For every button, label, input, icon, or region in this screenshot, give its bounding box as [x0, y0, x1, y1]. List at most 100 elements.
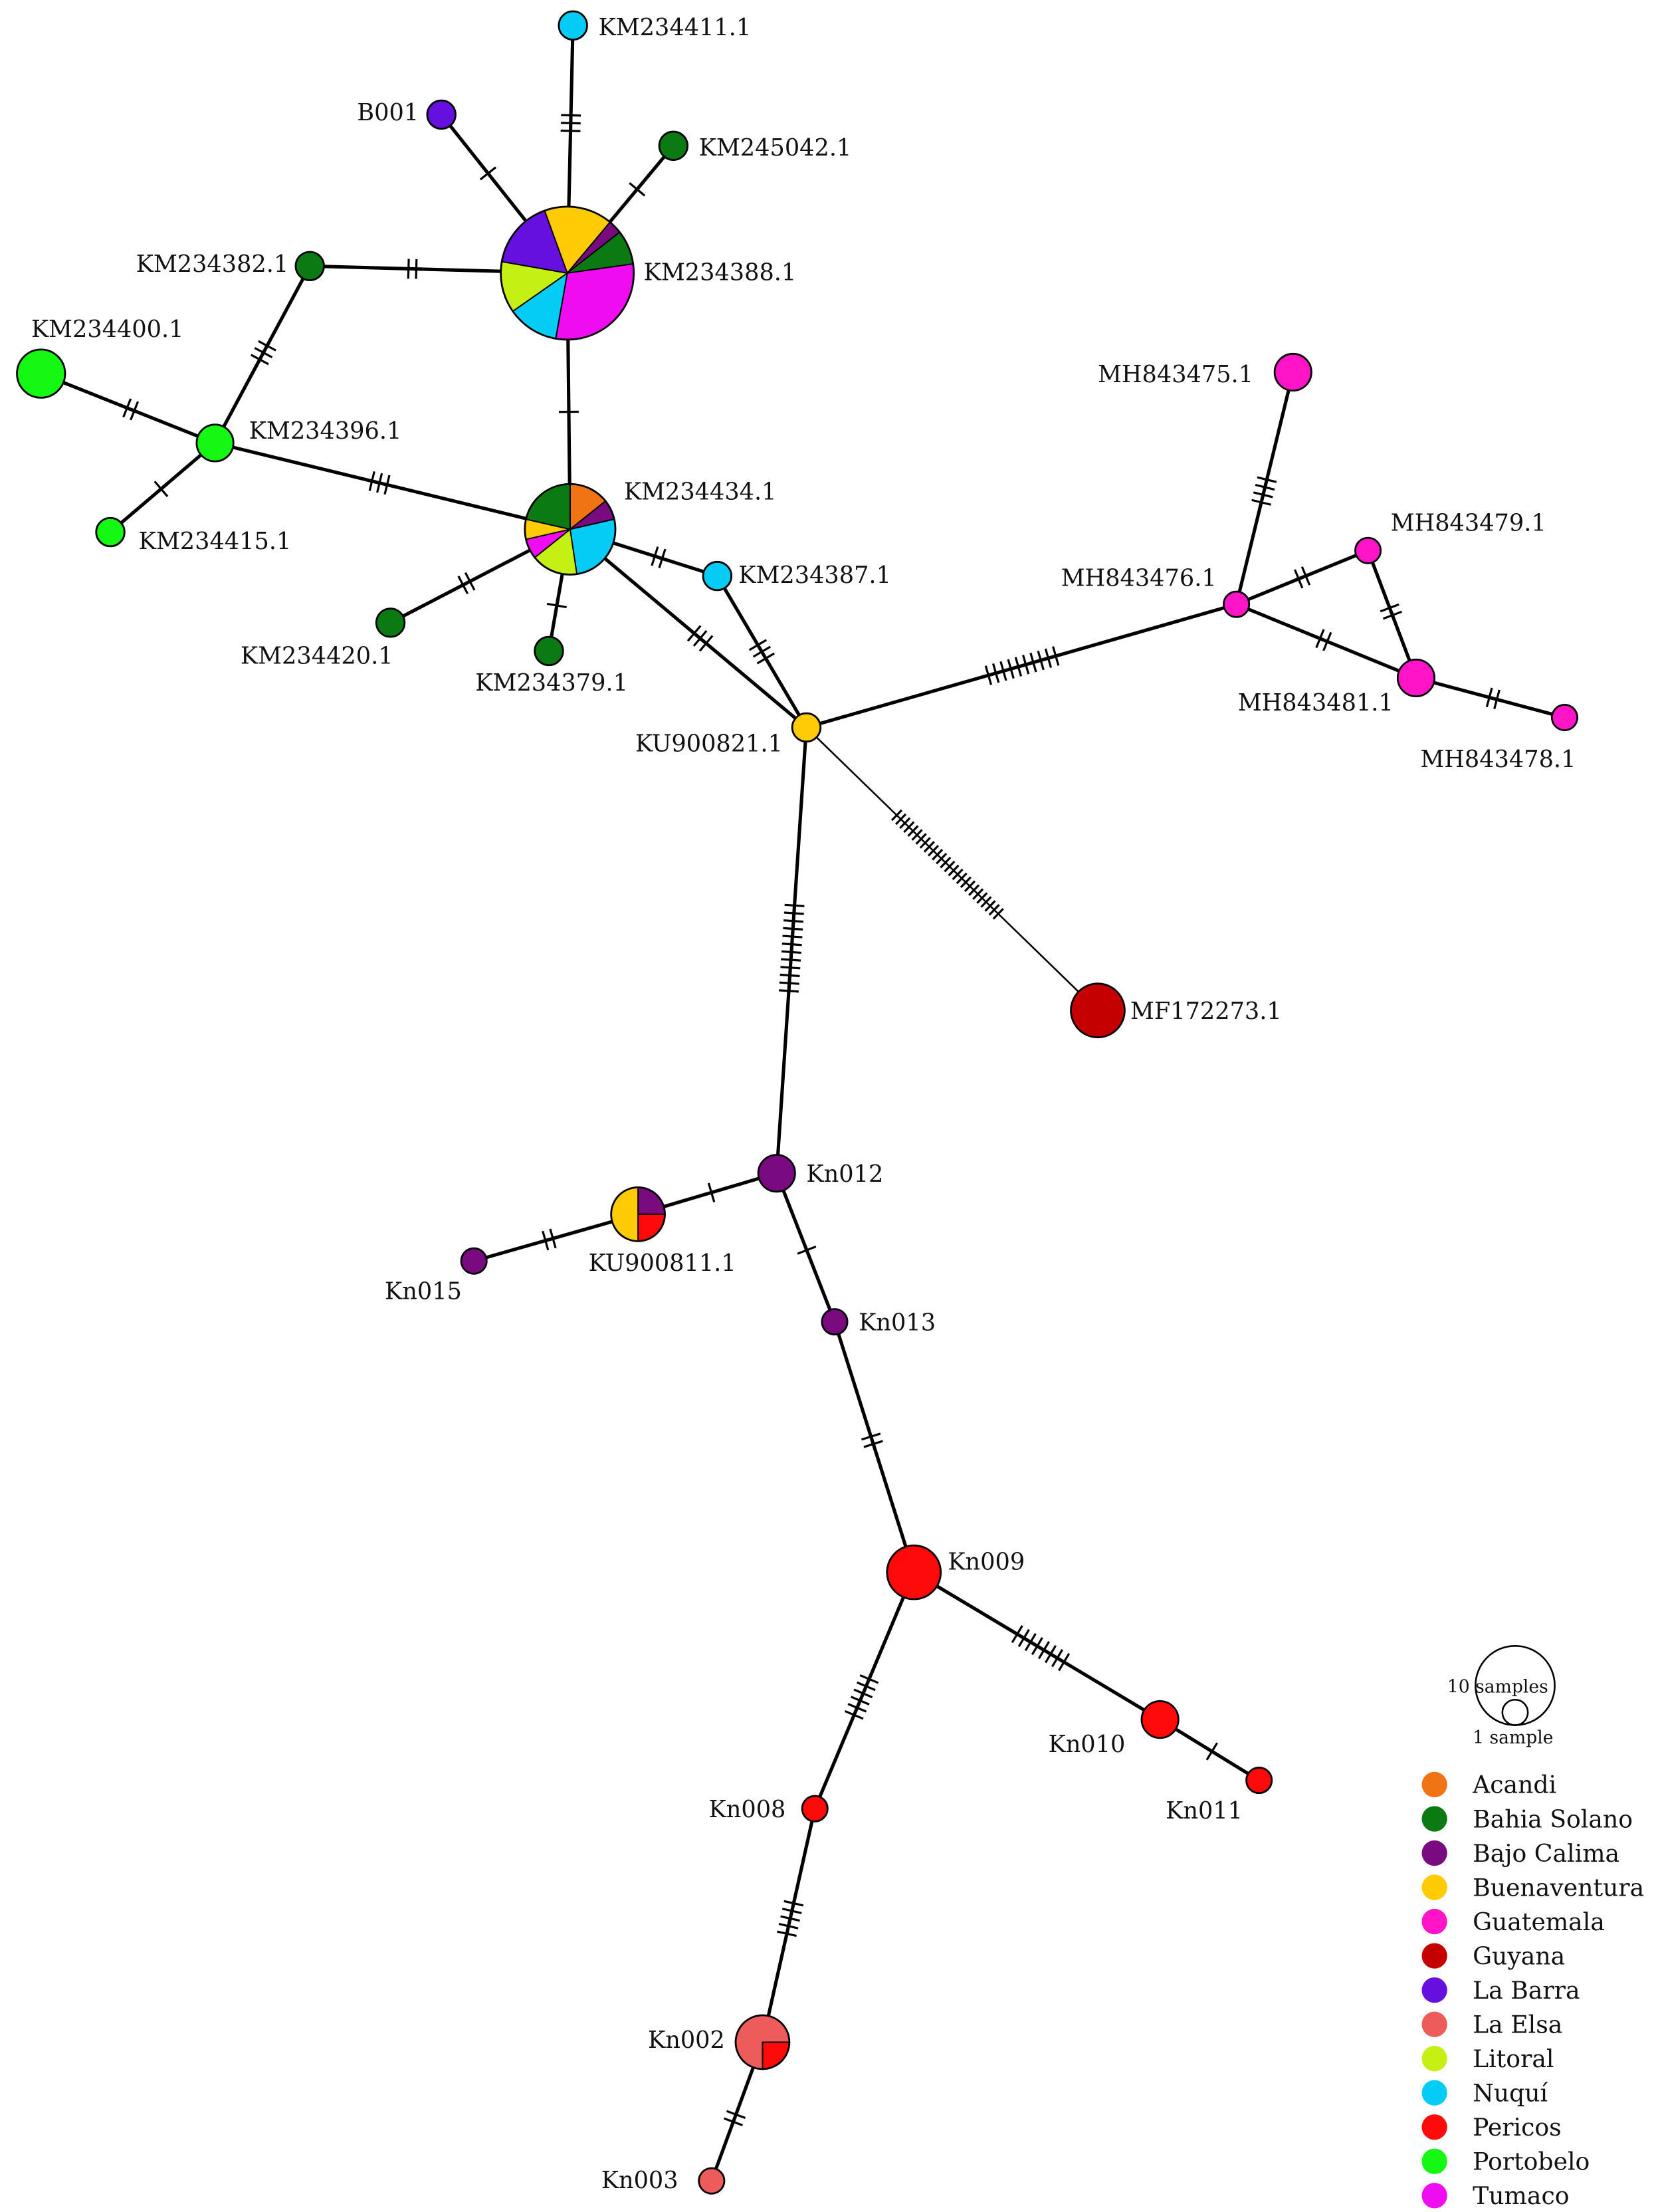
node-slice	[426, 99, 457, 130]
legend-label: Portobelo	[1473, 2148, 1590, 2176]
mutation-mark	[698, 635, 714, 652]
mutation-mark	[726, 2110, 746, 2119]
node-outline	[500, 205, 635, 341]
legend-item-guate: Guatemala	[1421, 1908, 1605, 1936]
mutation-mark	[919, 837, 931, 849]
mutation-mark	[1014, 657, 1023, 677]
mutation-mark	[464, 572, 476, 591]
node-label-mf172273-1: MF172273.1	[1130, 998, 1282, 1025]
mutation-mark	[376, 473, 383, 493]
node-slice	[534, 635, 564, 667]
mutation-mark	[415, 259, 418, 279]
legend-swatch	[1421, 2183, 1447, 2209]
mutation-mark	[629, 182, 646, 197]
mutation-mark	[258, 340, 276, 352]
node-slice	[1140, 1700, 1180, 1739]
node-label-km234411-1: KM234411.1	[598, 14, 751, 41]
haplotype-node-kn009	[886, 1544, 942, 1601]
node-outline	[524, 483, 617, 576]
mutation-mark	[748, 639, 768, 651]
node-slice	[95, 516, 126, 548]
node-label-ku900811-1: KU900811.1	[589, 1250, 736, 1277]
legend-swatch	[1421, 1908, 1447, 1935]
mutation-mark	[723, 2117, 743, 2126]
legend-item-guyana: Guyana	[1421, 1941, 1565, 1970]
haplotype-node-kn012	[757, 1154, 796, 1193]
mutation-mark	[1300, 566, 1311, 586]
legend-swatch	[1421, 1806, 1447, 1832]
node-slice	[294, 251, 325, 281]
node-slice	[460, 1247, 488, 1275]
node-label-km234434-1: KM234434.1	[624, 479, 777, 506]
mutation-mark	[707, 1182, 716, 1202]
network-edges	[40, 25, 1566, 2182]
node-label-km245042-1: KM245042.1	[699, 134, 852, 162]
mutation-mark	[999, 661, 1007, 681]
mutation-mark	[940, 856, 952, 869]
legend-label: Bahia Solano	[1473, 1805, 1633, 1833]
mutation-mark	[936, 853, 948, 865]
mutation-mark	[844, 1710, 864, 1720]
mutation-mark	[779, 981, 799, 985]
mutation-mark	[407, 259, 410, 279]
mutation-mark	[1031, 1636, 1043, 1656]
edge-line	[805, 602, 1237, 729]
edge-km234400-1-km234396-1	[40, 372, 216, 445]
edge-km234396-1-km234415-1	[109, 441, 217, 534]
mutation-mark	[752, 645, 772, 658]
haplotype-node-kn002	[734, 2014, 791, 2070]
node-slice	[1273, 352, 1312, 392]
mutation-mark	[780, 966, 801, 970]
node-slice	[1396, 658, 1436, 697]
edge-mh843479-1-mh843481-1	[1366, 550, 1418, 679]
haplotype-node-km234382-1	[294, 251, 325, 281]
mutation-mark	[907, 825, 919, 837]
edge-line	[833, 1321, 916, 1573]
mutation-mark	[968, 884, 980, 896]
mutation-mark	[779, 989, 799, 993]
haplotype-node-mf172273-1	[1070, 982, 1126, 1039]
mutation-mark	[457, 576, 469, 595]
mutation-mark	[1251, 498, 1271, 506]
mutation-mark	[549, 1228, 557, 1249]
mutation-mark	[853, 1688, 873, 1699]
mutation-mark	[783, 927, 803, 931]
edge-line	[1366, 550, 1418, 679]
mutation-mark	[984, 665, 993, 685]
mutation-mark	[546, 602, 567, 609]
mutation-mark	[781, 1908, 802, 1914]
edge-line	[805, 726, 1098, 1012]
haplotype-node-mh843479-1	[1354, 536, 1382, 564]
legend-item-bajo: Bajo Calima	[1421, 1839, 1619, 1868]
mutation-mark	[923, 841, 935, 853]
edge-line	[1235, 602, 1417, 680]
legend-label: La Barra	[1473, 1976, 1580, 2005]
node-label-kn011: Kn011	[1166, 1797, 1243, 1825]
edge-kn013-kn009	[833, 1321, 916, 1573]
mutation-mark	[899, 817, 911, 830]
node-slice	[791, 712, 822, 743]
node-label-ku900821-1: KU900821.1	[635, 730, 783, 758]
node-label-kn013: Kn013	[859, 1309, 936, 1336]
haplotype-node-kn015	[460, 1247, 488, 1275]
mutation-mark	[130, 401, 140, 421]
mutation-mark	[542, 1230, 550, 1251]
node-outline	[610, 1186, 666, 1242]
haplotype-node-ku900821-1	[791, 712, 822, 743]
legend-swatch	[1421, 2080, 1447, 2106]
node-outline	[734, 2014, 791, 2070]
mutation-mark	[479, 166, 497, 181]
node-slice	[195, 423, 235, 463]
mutation-mark	[976, 892, 988, 904]
node-label-km234415-1: KM234415.1	[139, 528, 292, 555]
node-label-kn002: Kn002	[648, 2027, 725, 2054]
node-label-kn015: Kn015	[385, 1278, 462, 1305]
edge-line	[213, 265, 312, 444]
mutation-mark	[944, 860, 956, 873]
mutation-mark	[1037, 650, 1045, 671]
mutation-mark	[1257, 476, 1277, 483]
haplotype-node-ku900811-1	[610, 1186, 666, 1242]
mutation-mark	[561, 114, 581, 117]
